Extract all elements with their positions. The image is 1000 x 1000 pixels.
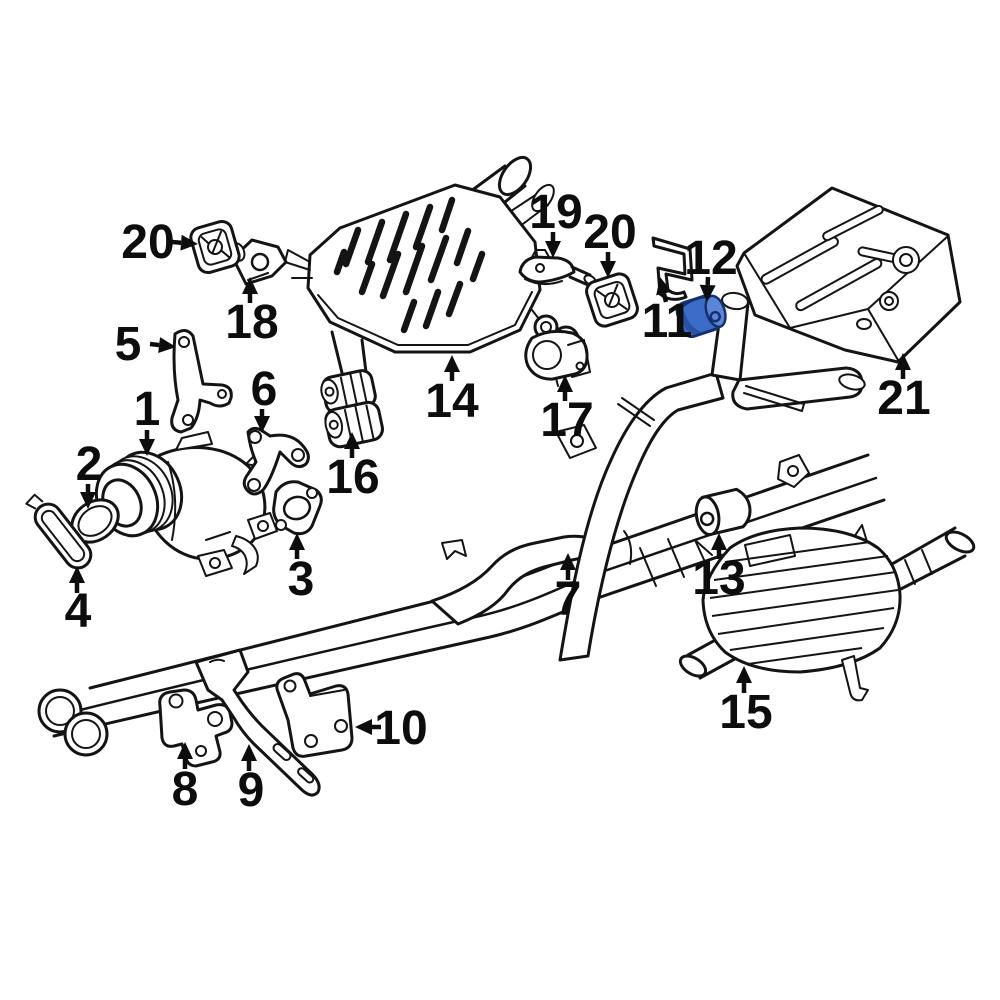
callout-19-arrow-head — [545, 241, 561, 258]
callout-12: 12 — [684, 232, 738, 302]
callout-20-left-arrow-head — [180, 234, 198, 251]
part-number-label-1: 1 — [134, 383, 161, 436]
part-number-label-16: 16 — [326, 451, 379, 504]
part-number-label-18: 18 — [225, 296, 278, 349]
part-number-label-19: 19 — [529, 186, 582, 239]
callout-8: 8 — [172, 742, 199, 816]
part-3-gasket — [272, 480, 323, 536]
callout-19: 19 — [529, 186, 583, 258]
callout-17-arrow-head — [557, 375, 573, 392]
callout-10-arrow-head — [355, 719, 372, 735]
part-number-label-14: 14 — [425, 375, 479, 428]
part-number-label-8: 8 — [172, 763, 199, 816]
callout-3: 3 — [288, 533, 315, 606]
callout-16-arrow-head — [344, 432, 360, 449]
callout-4-arrow-head — [69, 566, 85, 583]
callout-13: 13 — [692, 533, 746, 605]
part-21-heat-shield — [735, 186, 962, 364]
callout-1-arrow-head — [139, 439, 155, 456]
part-20-right-mount — [585, 272, 639, 328]
part-4-clamp — [25, 493, 93, 570]
callout-2-arrow-head — [80, 492, 96, 509]
callout-10: 10 — [355, 702, 428, 755]
part-15-rear-muffler — [678, 524, 976, 702]
callout-20-left: 20 — [121, 216, 198, 269]
part-number-label-15: 15 — [719, 686, 772, 739]
callout-15-arrow-head — [736, 666, 752, 683]
callout-20-left-arrow-line — [171, 239, 182, 245]
callout-14-arrow-head — [444, 355, 460, 372]
part-number-label-3: 3 — [288, 553, 315, 606]
part-number-label-17: 17 — [540, 394, 593, 447]
callout-5: 5 — [115, 318, 176, 371]
part-12-highlighted-mount — [675, 294, 727, 339]
part-17-clamp-assembly — [524, 309, 591, 387]
callout-11-arrow-head — [656, 277, 672, 296]
callout-11: 11 — [642, 277, 693, 348]
callout-6: 6 — [251, 363, 278, 433]
part-number-label-4: 4 — [65, 585, 92, 638]
part-number-label-21: 21 — [877, 372, 930, 425]
part-number-label-20-left: 20 — [121, 216, 174, 269]
part-5-bracket — [170, 329, 233, 434]
part-20-left-mount — [189, 219, 241, 275]
callout-11-arrow-line — [661, 293, 669, 303]
part-10-plate-bracket — [275, 672, 354, 758]
callout-7-arrow-head — [560, 553, 576, 570]
part-number-label-10: 10 — [374, 702, 427, 755]
part-number-label-11: 11 — [642, 295, 693, 348]
callout-12-arrow-head — [699, 284, 716, 302]
rear-muffler-hatch — [709, 541, 899, 665]
callout-18-arrow-head — [242, 277, 258, 294]
part-14-front-muffler — [284, 155, 555, 401]
muffler-hatch — [333, 196, 486, 334]
part-number-label-5: 5 — [115, 318, 142, 371]
callout-14: 14 — [425, 355, 479, 428]
callout-9: 9 — [238, 744, 265, 817]
part-6-bracket — [242, 426, 310, 496]
callout-20-right-arrow-head — [600, 261, 616, 278]
part-19-mount — [518, 249, 597, 287]
callout-18: 18 — [225, 277, 279, 349]
callout-17: 17 — [540, 375, 594, 447]
callout-21-arrow-head — [895, 353, 911, 370]
callout-6-arrow-head — [254, 416, 270, 433]
part-number-label-7: 7 — [555, 573, 582, 626]
part-number-label-20-right: 20 — [583, 206, 636, 259]
callout-13-arrow-head — [711, 533, 727, 550]
callout-5-arrow-head — [158, 337, 176, 353]
callout-8-arrow-head — [177, 742, 193, 759]
part-7-rear-y-pipe — [555, 291, 866, 662]
part-number-label-9: 9 — [238, 764, 265, 817]
callout-5-arrow-line — [149, 341, 160, 348]
part-number-label-12: 12 — [684, 232, 737, 285]
callout-16: 16 — [326, 432, 380, 504]
part-number-label-13: 13 — [692, 552, 745, 605]
callout-7: 7 — [555, 553, 582, 626]
callout-21: 21 — [877, 353, 931, 425]
part-number-label-2: 2 — [76, 438, 103, 491]
part-number-label-6: 6 — [251, 363, 278, 416]
part-9-strap-bracket — [194, 648, 321, 797]
callout-9-arrow-head — [241, 744, 257, 761]
part-16-clamps — [320, 369, 384, 449]
part-13-bushing — [694, 487, 752, 537]
callout-3-arrow-head — [289, 533, 305, 550]
callout-20-right: 20 — [583, 206, 637, 278]
callout-15: 15 — [719, 666, 773, 739]
callout-1: 1 — [134, 383, 161, 456]
callout-4: 4 — [65, 566, 92, 638]
callout-2: 2 — [76, 438, 103, 509]
